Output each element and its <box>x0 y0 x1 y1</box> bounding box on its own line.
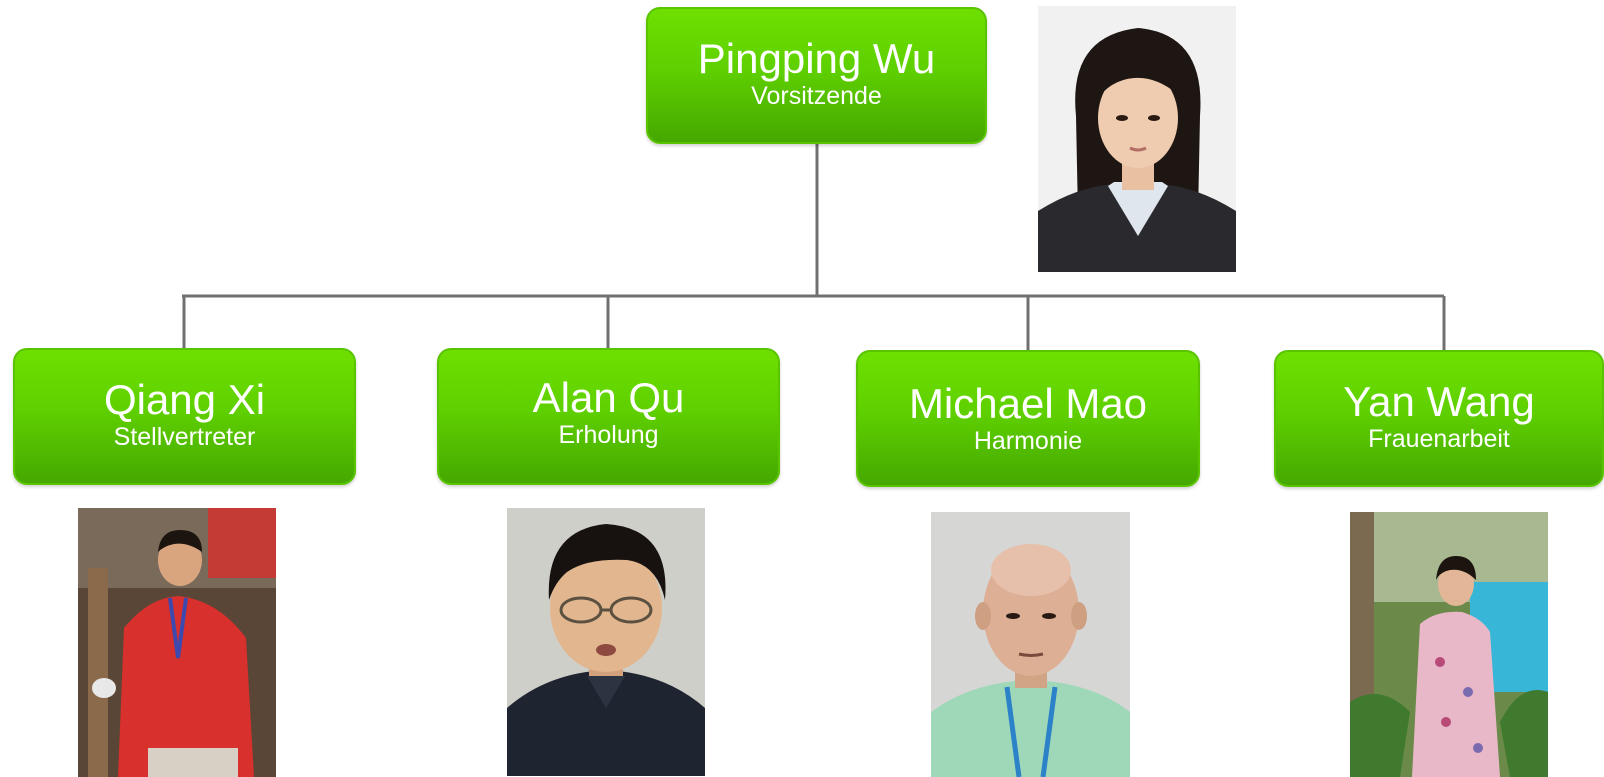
member-photo-yan-wang <box>1350 512 1548 777</box>
member-role: Frauenarbeit <box>1368 425 1510 453</box>
member-role: Erholung <box>558 421 659 449</box>
member-role: Stellvertreter <box>113 423 256 451</box>
member-node-qiang-xi: Qiang Xi Stellvertreter <box>13 348 356 485</box>
member-name: Qiang Xi <box>103 376 266 423</box>
member-name: Yan Wang <box>1343 378 1535 425</box>
member-role: Harmonie <box>973 427 1083 455</box>
chair-name: Pingping Wu <box>697 35 936 82</box>
member-node-alan-qu: Alan Qu Erholung <box>437 348 780 485</box>
member-photo-qiang-xi <box>78 508 276 777</box>
chair-role: Vorsitzende <box>751 82 882 110</box>
chair-photo <box>1038 6 1236 272</box>
member-name: Alan Qu <box>532 374 685 421</box>
member-photo-michael-mao <box>931 512 1130 777</box>
member-name: Michael Mao <box>908 380 1148 427</box>
member-photo-alan-qu <box>507 508 705 776</box>
member-node-yan-wang: Yan Wang Frauenarbeit <box>1274 350 1604 487</box>
chair-node: Pingping Wu Vorsitzende <box>646 7 987 144</box>
member-node-michael-mao: Michael Mao Harmonie <box>856 350 1200 487</box>
